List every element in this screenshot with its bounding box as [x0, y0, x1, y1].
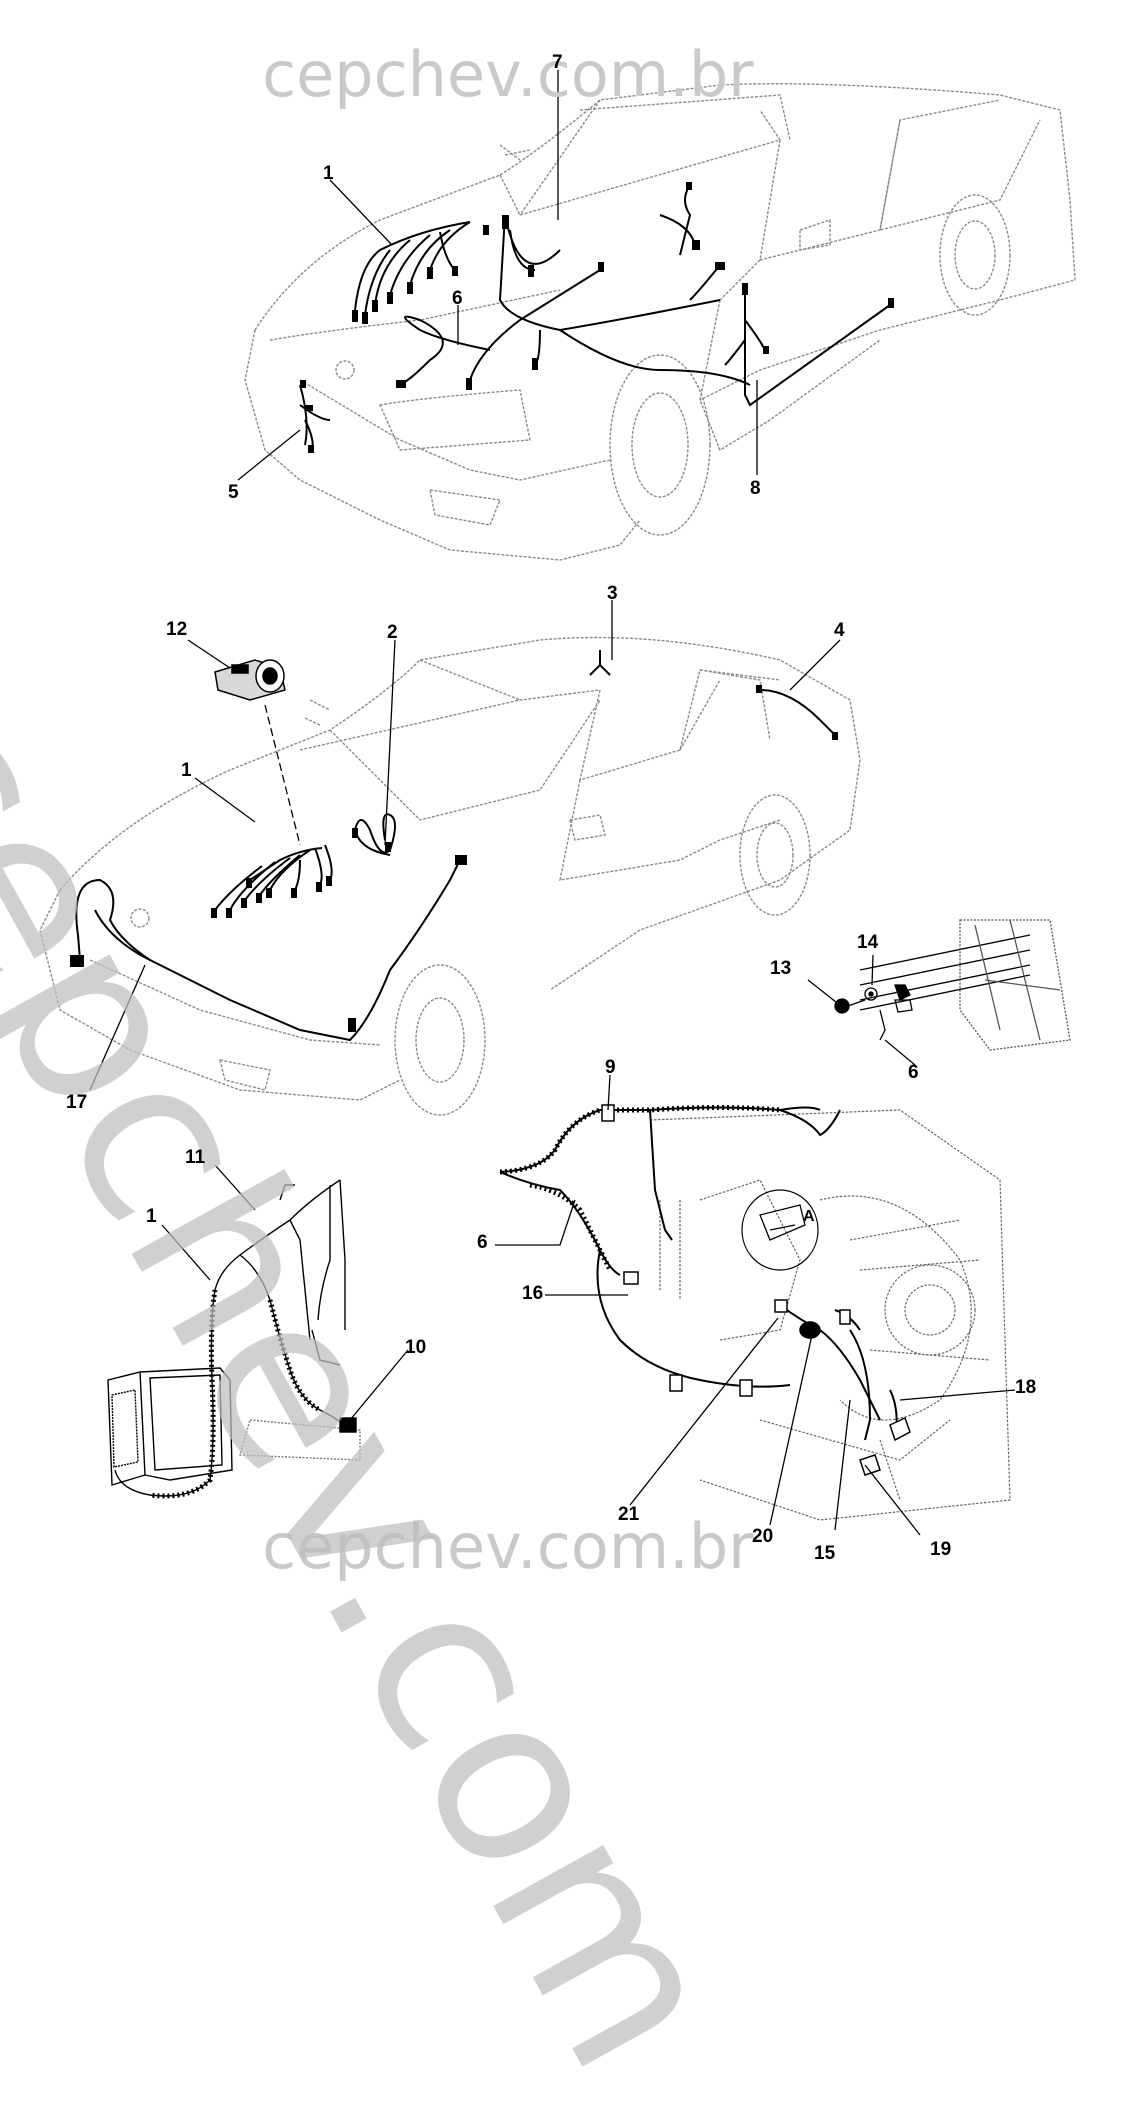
callout-1-top: 1 [323, 163, 334, 184]
top-car-illustration [244, 83, 1076, 561]
callout-12: 12 [166, 619, 188, 640]
top-car-connectors [300, 182, 894, 453]
callout-1-mid: 1 [181, 760, 192, 781]
middle-car-connectors [70, 685, 838, 1032]
callout-6-bottom: 6 [477, 1232, 488, 1253]
callout-13: 13 [770, 958, 792, 979]
callout-6-top: 6 [452, 288, 463, 309]
callout-8: 8 [750, 478, 761, 499]
callout-6-mid: 6 [908, 1062, 919, 1083]
middle-car-harnesses [75, 650, 836, 1042]
callout-18: 18 [1015, 1377, 1037, 1398]
callout-7: 7 [552, 52, 563, 73]
bolt-detail-illustration [834, 919, 1071, 1051]
bolt-detail-leaders [807, 954, 916, 1066]
engine-bay-harness [499, 1106, 898, 1441]
callout-17: 17 [66, 1092, 88, 1113]
middle-car-leader-lines [89, 600, 841, 1091]
air-flow-sensor-part [214, 659, 286, 701]
engine-bay-illustration [649, 1109, 1011, 1521]
callout-4: 4 [834, 620, 845, 641]
engine-bay-harness-braid [499, 1105, 781, 1272]
middle-car-illustration [39, 636, 861, 1116]
engine-bay-clips [601, 1104, 911, 1476]
top-car-harnesses [299, 184, 891, 451]
callout-14: 14 [857, 932, 879, 953]
callout-10: 10 [405, 1337, 427, 1358]
callout-11: 11 [185, 1147, 206, 1168]
callout-20: 20 [752, 1526, 774, 1547]
watermark-top: cepchev.com.br [262, 38, 754, 111]
wiring-harness-diagram [39, 70, 1076, 1536]
callout-19: 19 [930, 1539, 952, 1560]
engine-bay-leaders [495, 1074, 1016, 1536]
callout-15: 15 [814, 1543, 836, 1564]
callout-21: 21 [618, 1504, 640, 1525]
callout-5: 5 [228, 482, 239, 503]
callout-2: 2 [387, 622, 398, 643]
callout-1-bottom: 1 [146, 1206, 157, 1227]
detail-a-inset [759, 1204, 806, 1241]
ecu-harness-braid [149, 1289, 322, 1499]
callout-16: 16 [522, 1283, 544, 1304]
callout-9: 9 [605, 1057, 616, 1078]
top-car-leader-lines [237, 70, 758, 481]
ecu-detail-illustration [107, 1179, 361, 1497]
callout-3: 3 [607, 583, 618, 604]
callout-a: A [803, 1208, 815, 1225]
watermark-bottom: cepchev.com.br [262, 1510, 754, 1583]
ecu-detail-leaders [161, 1164, 409, 1421]
